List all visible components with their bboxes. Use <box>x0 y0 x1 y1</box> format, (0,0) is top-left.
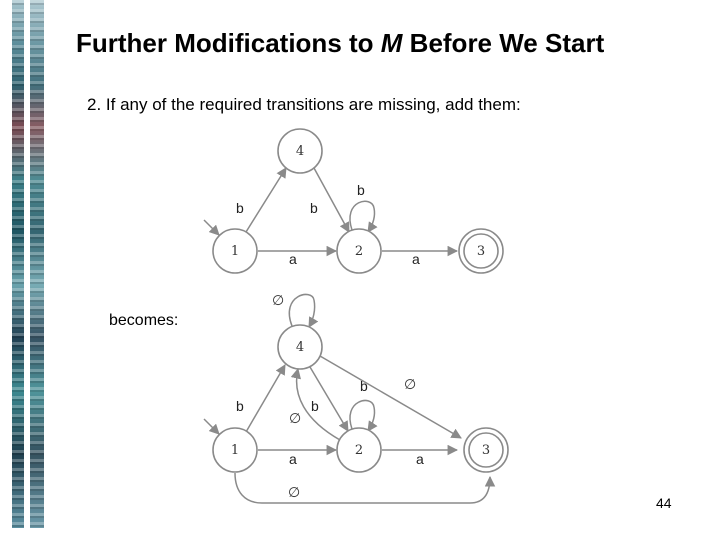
after-label-empty-4-3: ∅ <box>404 377 416 393</box>
after-start-arrow <box>204 419 219 434</box>
before-label-a-2-3: a <box>412 251 420 267</box>
after-label-empty-2-4: ∅ <box>289 411 301 427</box>
before-label-b-1-4: b <box>236 200 244 216</box>
after-diagram: 4 1 2 3 ∅ b b ∅ b ∅ a a ∅ <box>204 293 508 503</box>
after-state-3-label: 3 <box>482 443 490 458</box>
after-state-2-label: 2 <box>355 443 363 458</box>
after-edge-1-4 <box>246 365 285 432</box>
before-label-a-1-2: a <box>289 251 297 267</box>
before-state-4: 4 <box>278 129 322 173</box>
before-state-2: 2 <box>337 229 381 273</box>
after-state-1: 1 <box>213 428 257 472</box>
before-label-b-loop: b <box>357 182 365 198</box>
after-state-4: 4 <box>278 325 322 369</box>
after-label-b-4-2: b <box>311 398 319 414</box>
after-edge-1-3 <box>235 473 490 503</box>
before-edge-1-4 <box>246 168 286 232</box>
before-state-2-label: 2 <box>355 244 363 259</box>
before-diagram: 4 1 2 3 b b b a a <box>204 129 503 273</box>
before-edge-4-2 <box>314 168 349 232</box>
after-state-4-label: 4 <box>296 340 304 355</box>
after-state-1-label: 1 <box>231 443 239 458</box>
after-loop-2 <box>350 400 375 431</box>
after-label-a-2-3: a <box>416 451 424 467</box>
before-state-1-label: 1 <box>231 244 239 259</box>
after-state-3-accepting: 3 <box>464 428 508 472</box>
after-edge-4-3 <box>320 356 461 438</box>
before-loop-2 <box>350 201 375 232</box>
before-start-arrow <box>204 220 219 235</box>
before-label-b-4-2: b <box>310 200 318 216</box>
after-label-empty-1-3: ∅ <box>288 485 300 501</box>
after-state-2: 2 <box>337 428 381 472</box>
before-state-4-label: 4 <box>296 144 304 159</box>
before-state-3-label: 3 <box>477 244 485 259</box>
after-label-a-1-2: a <box>289 451 297 467</box>
after-label-b-1-4: b <box>236 398 244 414</box>
after-label-b-loop: b <box>360 378 368 394</box>
after-loop-4 <box>289 294 314 327</box>
after-label-empty-loop-4: ∅ <box>272 293 284 309</box>
before-state-3-accepting: 3 <box>459 229 503 273</box>
before-state-1: 1 <box>213 229 257 273</box>
